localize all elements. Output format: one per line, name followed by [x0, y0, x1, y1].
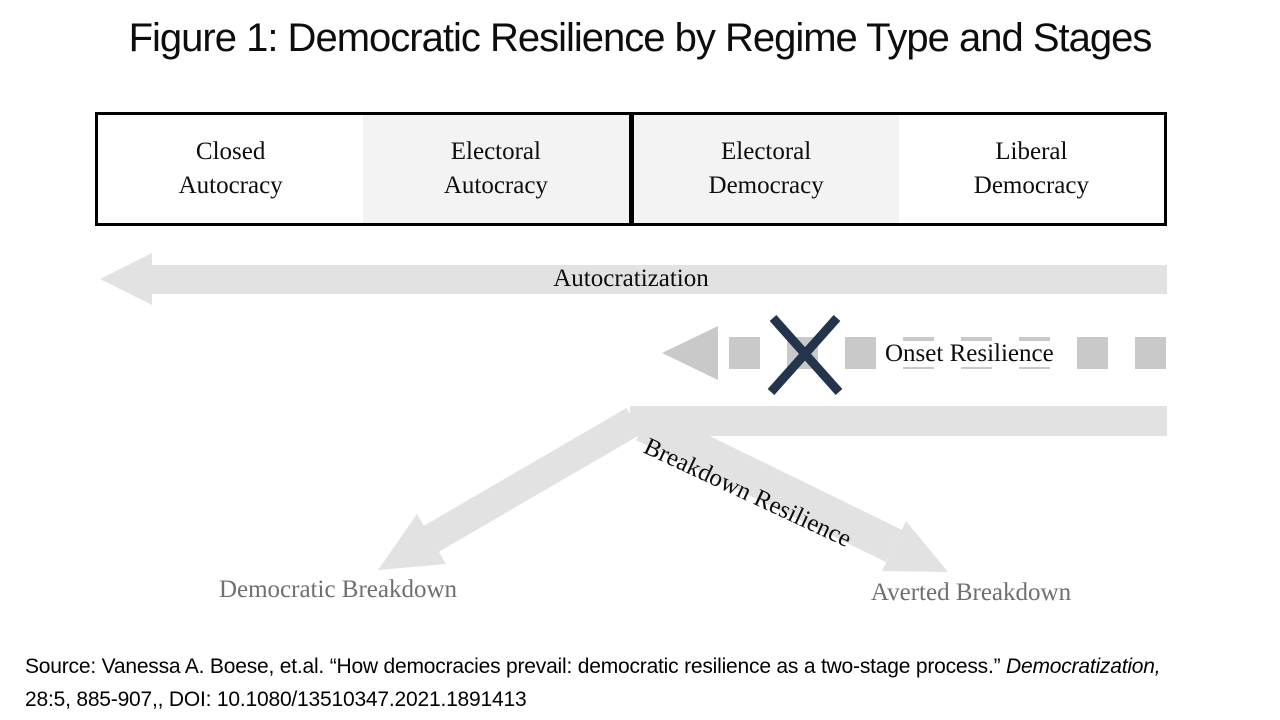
democratic-breakdown-arrowhead: [378, 514, 446, 570]
regime-cell-label: Electoral Democracy: [708, 138, 824, 199]
regime-cell-liberal-democracy: Liberal Democracy: [899, 115, 1164, 223]
breakdown-resilience-arrow-shaft: [636, 407, 902, 563]
regime-spectrum-table: Closed Autocracy Electoral Autocracy Ele…: [95, 112, 1167, 226]
averted-breakdown-label: Averted Breakdown: [870, 579, 1072, 606]
breakdown-resilience-arrowhead: [882, 521, 948, 572]
source-citation: Source: Vanessa A. Boese, et.al. “How de…: [25, 650, 1265, 716]
regime-cell-label: Electoral Autocracy: [443, 138, 548, 199]
figure-title: Figure 1: Democratic Resilience by Regim…: [128, 16, 1153, 60]
breakdown-stage-bar: [630, 406, 1167, 436]
regime-cell-electoral-autocracy: Electoral Autocracy: [363, 115, 629, 223]
source-citation-text: Source: Vanessa A. Boese, et.al. “How de…: [25, 655, 1007, 678]
source-journal-name: Democratization,: [1006, 655, 1161, 678]
breakdown-resilience-label: Breakdown Resilience: [639, 433, 856, 553]
onset-resilience-label: Onset Resilience: [877, 341, 1062, 367]
autocratization-label: Autocratization: [553, 265, 709, 292]
regime-cell-label: Liberal Democracy: [973, 138, 1089, 199]
source-citation-line2: 28:5, 885-907,, DOI: 10.1080/13510347.20…: [25, 688, 527, 711]
onset-resilience-arrowhead: [662, 326, 718, 380]
democratic-breakdown-arrow-shaft: [423, 408, 642, 552]
regime-cell-closed-autocracy: Closed Autocracy: [98, 115, 363, 223]
democratic-breakdown-label: Democratic Breakdown: [218, 576, 458, 603]
regime-cell-label: Closed Autocracy: [178, 138, 283, 199]
regime-cell-electoral-democracy: Electoral Democracy: [628, 115, 899, 223]
